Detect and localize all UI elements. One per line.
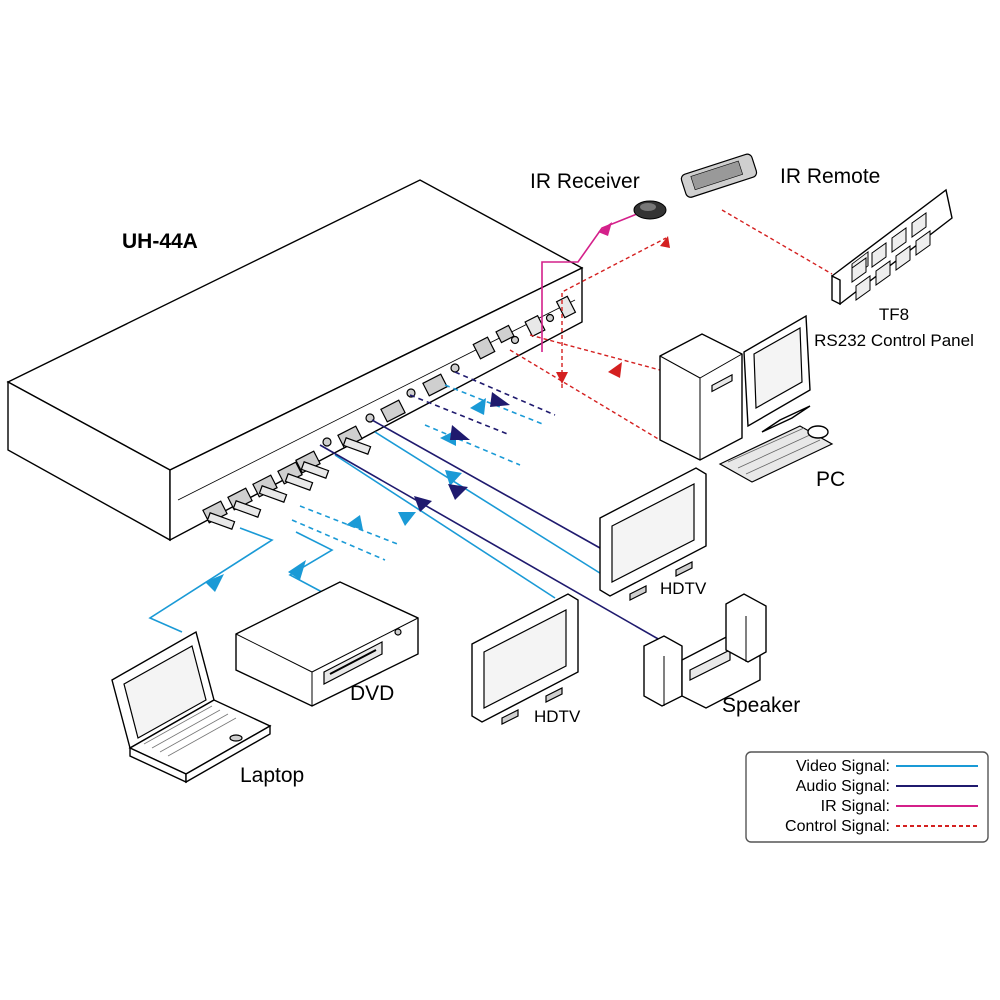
pc-device [659,314,834,483]
ir-arrow [598,222,612,236]
tf8-panel-device [831,188,953,306]
hdtv-2-label: HDTV [534,707,581,726]
panel-desc-label: RS232 Control Panel [814,331,974,350]
audio-arrows [414,392,510,512]
control-arrows [556,236,670,384]
pc-label: PC [816,468,845,491]
legend-control-label: Control Signal: [785,818,890,835]
ir-receiver-device [633,200,667,220]
laptop-label: Laptop [240,764,304,787]
legend-ir-label: IR Signal: [821,798,890,815]
hdtv-2-device [471,593,579,725]
speaker-label: Speaker [722,694,800,717]
legend-box [745,751,989,843]
ir-receiver-label: IR Receiver [530,170,640,193]
output-ports [295,373,448,474]
ir-connection [541,211,643,352]
laptop-device [111,630,272,784]
hdtv-1-label: HDTV [660,579,707,598]
audio-connections [319,371,661,641]
video-connections [148,384,604,633]
legend: Video Signal: Audio Signal: IR Signal: C… [745,751,989,843]
ir-remote-label: IR Remote [780,165,880,188]
control-connections [509,209,833,441]
device-back-panel [169,266,583,542]
legend-video-label: Video Signal: [796,758,890,775]
uh44a-device [6,179,584,542]
hdtv-1-device [599,467,707,601]
legend-audio-label: Audio Signal: [796,778,890,795]
panel-name-label: TF8 [879,305,909,324]
device-model-label: UH-44A [122,230,198,253]
rs232-port [472,336,496,360]
dvd-device [235,581,419,707]
dvd-label: DVD [350,682,394,705]
speaker-device [643,593,767,709]
ir-remote-device [680,153,758,198]
video-arrows [205,398,486,592]
